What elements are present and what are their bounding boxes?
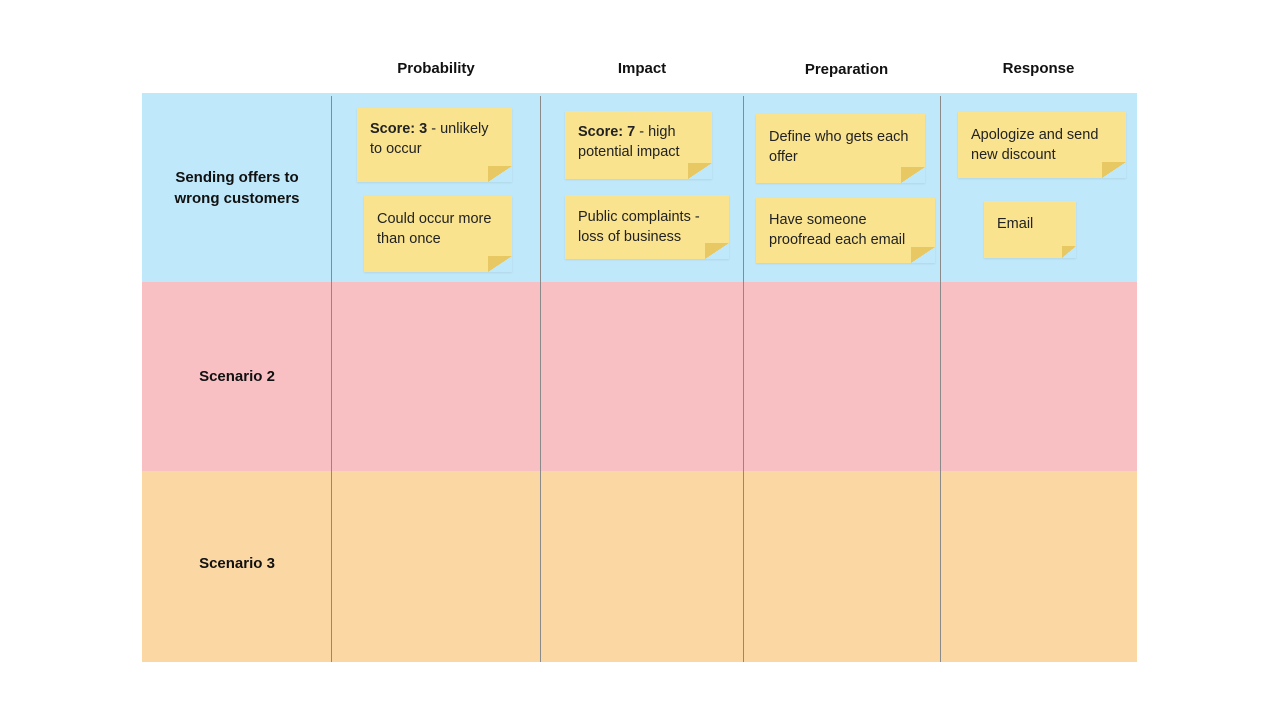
row-band-3 bbox=[142, 471, 1137, 662]
sticky-text: Could occur more than once bbox=[377, 211, 492, 247]
sticky-note-probability-frequency[interactable]: Could occur more than once bbox=[364, 196, 512, 272]
sticky-text: Have someone proofread each email bbox=[769, 212, 906, 248]
score-label: Score: 3 bbox=[370, 121, 428, 137]
sticky-note-impact-score[interactable]: Score: 7 - high potential impact bbox=[565, 111, 712, 179]
score-description: - unlikely to occur bbox=[370, 121, 489, 157]
row-label-text: Scenario 2 bbox=[199, 368, 275, 385]
sticky-note-response-email[interactable]: Email bbox=[984, 201, 1076, 258]
column-header-preparation: Preparation bbox=[804, 61, 889, 78]
column-divider bbox=[331, 96, 332, 662]
sticky-note-probability-score[interactable]: Score: 3 - unlikely to occur bbox=[357, 108, 512, 182]
row-band-2 bbox=[142, 282, 1137, 471]
sticky-note-preparation-proofread[interactable]: Have someone proofread each email bbox=[756, 198, 935, 263]
column-divider bbox=[743, 96, 744, 662]
row-label-scenario-3: Scenario 3 bbox=[142, 471, 332, 656]
sticky-note-preparation-define[interactable]: Define who gets each offer bbox=[756, 114, 925, 183]
sticky-text: Define who gets each offer bbox=[769, 129, 909, 165]
column-header-probability: Probability bbox=[397, 60, 475, 77]
sticky-note-response-apologize[interactable]: Apologize and send new discount bbox=[958, 112, 1126, 178]
sticky-note-impact-consequence[interactable]: Public complaints - loss of business bbox=[565, 195, 729, 259]
sticky-text: Public complaints - loss of business bbox=[578, 209, 700, 245]
column-header-impact: Impact bbox=[617, 60, 667, 77]
sticky-text: Apologize and send new discount bbox=[971, 127, 1099, 163]
column-divider bbox=[940, 96, 941, 662]
row-label-scenario-1: Sending offers to wrong customers bbox=[142, 93, 332, 282]
row-label-text: Sending offers to wrong customers bbox=[174, 168, 300, 207]
column-header-response: Response bbox=[1002, 60, 1075, 77]
score-label: Score: 7 bbox=[578, 124, 636, 140]
sticky-text: Email bbox=[997, 216, 1034, 232]
score-description: - high potential impact bbox=[578, 124, 680, 160]
column-divider bbox=[540, 96, 541, 662]
row-label-scenario-2: Scenario 2 bbox=[142, 282, 332, 471]
row-label-text: Scenario 3 bbox=[199, 555, 275, 572]
